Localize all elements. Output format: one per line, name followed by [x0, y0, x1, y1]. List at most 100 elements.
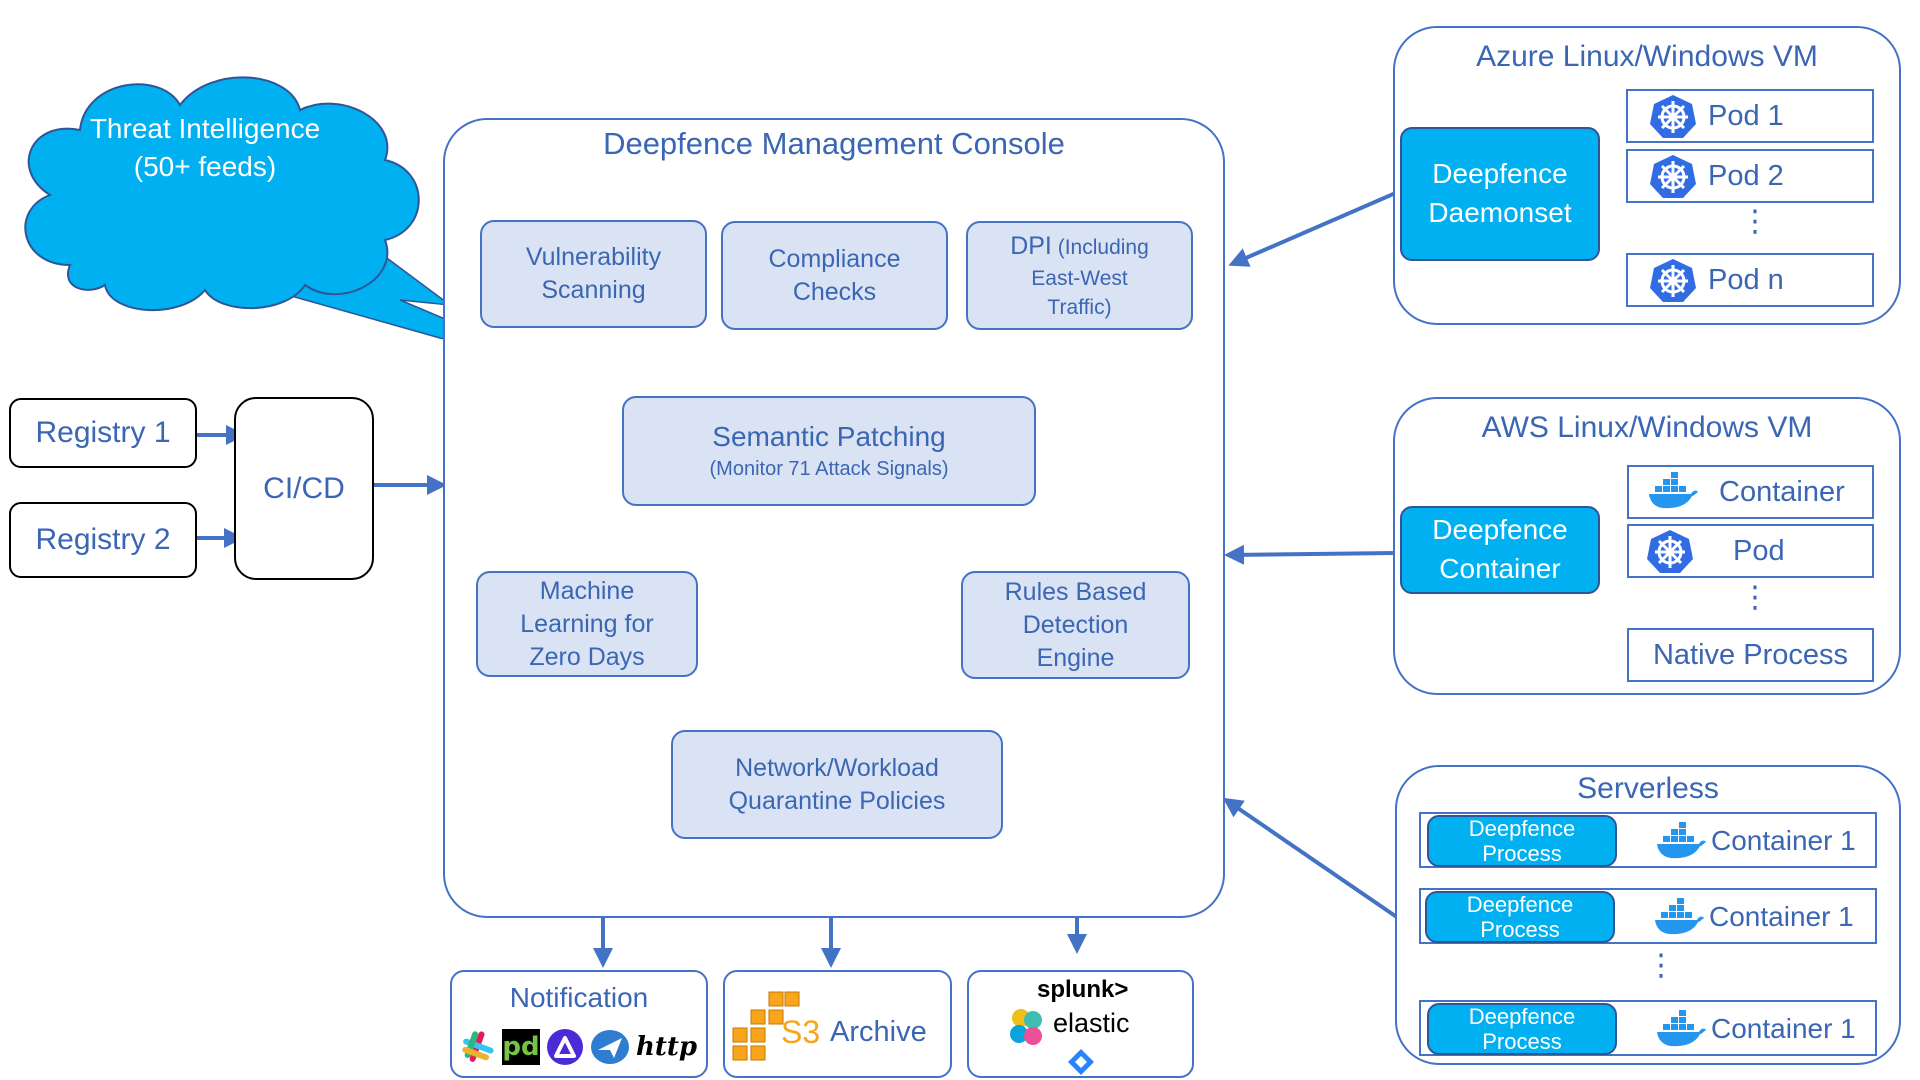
aws-s3-icon: [732, 991, 800, 1061]
serverless-row-1[interactable]: Deepfence Process Container 1: [1419, 812, 1877, 868]
notification-title: Notification: [509, 982, 649, 1013]
process-2-line1: Deepfence: [1466, 891, 1574, 917]
kubernetes-icon: [1650, 95, 1696, 138]
notification-icons: pd http: [460, 1024, 705, 1070]
cicd-label: CI/CD: [263, 471, 345, 505]
registry-1-label: Registry 1: [35, 416, 171, 449]
vuln-line1: Vulnerability: [525, 243, 662, 271]
arrow-serverless-console: [1222, 797, 1406, 924]
dpi-line1: DPI (Including: [1010, 229, 1149, 264]
cicd-box[interactable]: CI/CD: [234, 397, 374, 580]
compliance-checks-box[interactable]: Compliance Checks: [721, 221, 948, 330]
serverless-ellipsis: ⋮: [1646, 949, 1676, 982]
dpi-line3: Traffic): [1047, 296, 1112, 319]
kubernetes-icon: [1647, 530, 1693, 573]
aws-container-label: Container: [1719, 475, 1845, 508]
vulnerability-scanning-box[interactable]: Vulnerability Scanning: [480, 220, 707, 328]
serverless-title: Serverless: [1577, 772, 1719, 805]
machine-learning-box[interactable]: Machine Learning for Zero Days: [476, 571, 698, 677]
daemonset-line1: Deepfence: [1432, 158, 1568, 190]
network-line2: Quarantine Policies: [728, 786, 946, 815]
email-icon: [591, 1030, 629, 1064]
pagerduty-icon: pd: [502, 1029, 540, 1065]
process-3-line1: Deepfence: [1468, 1003, 1576, 1029]
threat-intel-feeds: (50+ feeds): [133, 150, 277, 182]
azure-pod-2[interactable]: Pod 2: [1626, 149, 1874, 203]
semantic-patching-box[interactable]: Semantic Patching (Monitor 71 Attack Sig…: [622, 396, 1036, 506]
aws-container[interactable]: Container: [1627, 465, 1874, 519]
azure-pod-1[interactable]: Pod 1: [1626, 89, 1874, 143]
registry-1-box[interactable]: Registry 1: [9, 398, 197, 468]
compliance-line2: Checks: [792, 277, 877, 306]
process-2-line2: Process: [1480, 917, 1560, 942]
process-1-line2: Process: [1482, 841, 1562, 866]
network-quarantine-box[interactable]: Network/Workload Quarantine Policies: [671, 730, 1003, 839]
dpi-line2: East-West: [1031, 266, 1128, 290]
dpi-box[interactable]: DPI (Including East-West Traffic): [966, 221, 1193, 330]
serverless-row-2[interactable]: Deepfence Process Container 1: [1419, 888, 1877, 944]
dpi-label: DPI: [1010, 231, 1052, 260]
aws-title: AWS Linux/Windows VM: [1481, 411, 1813, 444]
azure-daemonset-box[interactable]: Deepfence Daemonset: [1400, 127, 1600, 261]
kubernetes-icon: [1650, 155, 1696, 198]
registry-2-label: Registry 2: [35, 523, 171, 556]
aws-native-process[interactable]: Native Process: [1627, 628, 1874, 682]
elastic-icon: [1010, 1009, 1042, 1045]
azure-pod-n[interactable]: Pod n: [1626, 253, 1874, 307]
threat-intel-title: Threat Intelligence: [89, 113, 321, 144]
process-3-line2: Process: [1482, 1029, 1562, 1054]
native-process-label: Native Process: [1652, 638, 1848, 671]
docker-icon: [1657, 822, 1706, 859]
ml-line1: Machine: [539, 576, 635, 605]
arrow-aws-console: [1224, 544, 1397, 565]
http-label: http: [636, 1032, 698, 1062]
azure-title: Azure Linux/Windows VM: [1476, 40, 1818, 73]
elastic-label: elastic: [1053, 1008, 1130, 1038]
serverless-row-3[interactable]: Deepfence Process Container 1: [1419, 1000, 1877, 1056]
threat-intel-label: Threat Intelligence (50+ feeds): [40, 110, 370, 186]
aws-agent-line2: Container: [1439, 553, 1561, 584]
serverless-container-2: Container 1: [1709, 901, 1854, 932]
dpi-including: (Including: [1057, 235, 1149, 259]
aws-pod-label: Pod: [1733, 534, 1785, 567]
pod-2-label: Pod 2: [1708, 159, 1784, 192]
rules-line2: Detection: [1022, 610, 1129, 639]
splunk-logo: splunk>: [1037, 976, 1129, 1003]
pod-n-label: Pod n: [1708, 263, 1784, 296]
aws-pod[interactable]: Pod: [1627, 524, 1874, 578]
siem-box[interactable]: splunk> elastic: [967, 970, 1194, 1078]
arrow-azure-console: [1228, 190, 1399, 267]
semantic-title: Semantic Patching: [712, 421, 946, 453]
aws-deepfence-container-box[interactable]: Deepfence Container: [1400, 506, 1600, 594]
serverless-process-2[interactable]: Deepfence Process: [1425, 891, 1615, 943]
rules-line1: Rules Based: [1004, 577, 1147, 606]
serverless-process-3[interactable]: Deepfence Process: [1427, 1003, 1617, 1055]
rules-based-box[interactable]: Rules Based Detection Engine: [961, 571, 1190, 679]
process-1-line1: Deepfence: [1468, 815, 1576, 841]
daemonset-line2: Daemonset: [1428, 197, 1572, 228]
docker-icon: [1655, 898, 1704, 935]
azure-ellipsis: ⋮: [1740, 205, 1770, 238]
s3-label: S3: [781, 1014, 821, 1050]
semantic-subtitle: (Monitor 71 Attack Signals): [709, 458, 949, 481]
docker-icon: [1649, 472, 1698, 509]
rules-line3: Engine: [1036, 643, 1115, 672]
serverless-process-1[interactable]: Deepfence Process: [1427, 815, 1617, 867]
aws-agent-line1: Deepfence: [1432, 514, 1568, 546]
kubernetes-icon: [1650, 259, 1696, 302]
registry-2-box[interactable]: Registry 2: [9, 502, 197, 578]
serverless-container-1: Container 1: [1711, 825, 1856, 856]
pod-1-label: Pod 1: [1708, 99, 1784, 132]
docker-icon: [1657, 1010, 1706, 1047]
compliance-line1: Compliance: [768, 244, 901, 273]
notification-box[interactable]: Notification pd http: [450, 970, 708, 1078]
ml-line2: Learning for: [520, 609, 654, 638]
console-title: Deepfence Management Console: [603, 126, 1065, 161]
threat-cloud-icon: [24, 76, 420, 311]
vuln-line2: Scanning: [541, 276, 646, 304]
slack-icon: [462, 1031, 494, 1062]
archive-label: Archive: [830, 1016, 927, 1048]
ml-line3: Zero Days: [529, 642, 645, 671]
opsgenie-icon: [547, 1029, 583, 1065]
archive-box[interactable]: S3 Archive: [723, 970, 952, 1078]
